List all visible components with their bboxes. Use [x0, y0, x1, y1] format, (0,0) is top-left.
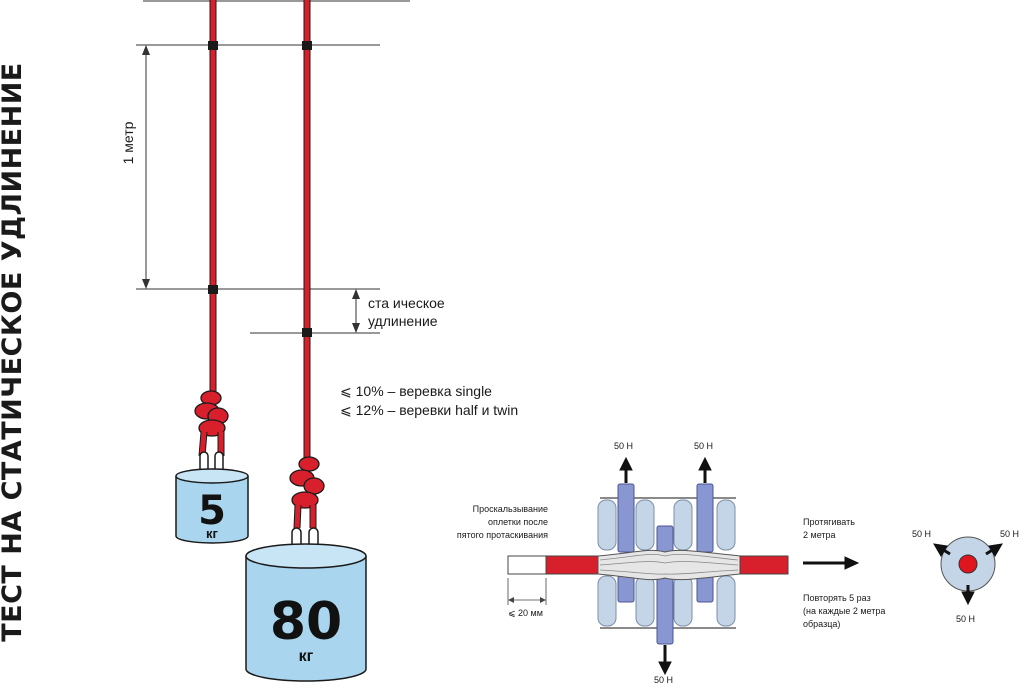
one-meter-dimension [142, 45, 150, 289]
elongation-dimension [352, 289, 360, 333]
limit-half-twin: ⩽ 12% – веревки half и twin [340, 402, 519, 418]
weight-5kg [175, 451, 249, 544]
slip-caption-2: оплетки после [487, 517, 548, 527]
limit-single: ⩽ 10% – веревка single [340, 383, 492, 399]
cross-force-bottom: 50 Н [956, 614, 976, 624]
rope-right [302, 0, 312, 458]
static-elongation-label-2: удлинение [368, 313, 438, 329]
weight-80kg [245, 527, 367, 682]
repeat-label-3: образца) [803, 619, 841, 629]
weight-5kg-value: 5 [198, 488, 226, 534]
rope-left [208, 0, 218, 392]
slip-caption-1: Проскальзывание [472, 504, 548, 514]
pull-label-2: 2 метра [803, 530, 836, 540]
slip-test-apparatus [507, 483, 789, 645]
repeat-label-1: Повторять 5 раз [803, 593, 871, 603]
repeat-label-2: (на каждые 2 метра [803, 606, 886, 616]
knot-small [194, 390, 229, 457]
cross-force-right: 50 Н [1000, 529, 1020, 539]
weight-80kg-value: 80 [269, 592, 343, 652]
static-elongation-label-1: ста ическое [368, 295, 445, 311]
cross-force-left: 50 Н [912, 529, 932, 539]
force-arrows [619, 456, 860, 676]
slip-dimension: ⩽ 20 мм [508, 608, 543, 618]
pull-label-1: Протягивать [803, 517, 855, 527]
one-meter-label: 1 метр [120, 121, 136, 165]
slip-caption-3: пятого протаскивания [456, 530, 548, 540]
force-label-top-left: 50 Н [614, 441, 634, 451]
weight-5kg-unit: кг [206, 526, 218, 541]
cross-section [933, 536, 1003, 606]
force-label-top-right: 50 Н [694, 441, 714, 451]
knot-large [289, 456, 325, 529]
weight-80kg-unit: кг [298, 648, 314, 665]
force-label-bottom: 50 Н [654, 675, 674, 685]
